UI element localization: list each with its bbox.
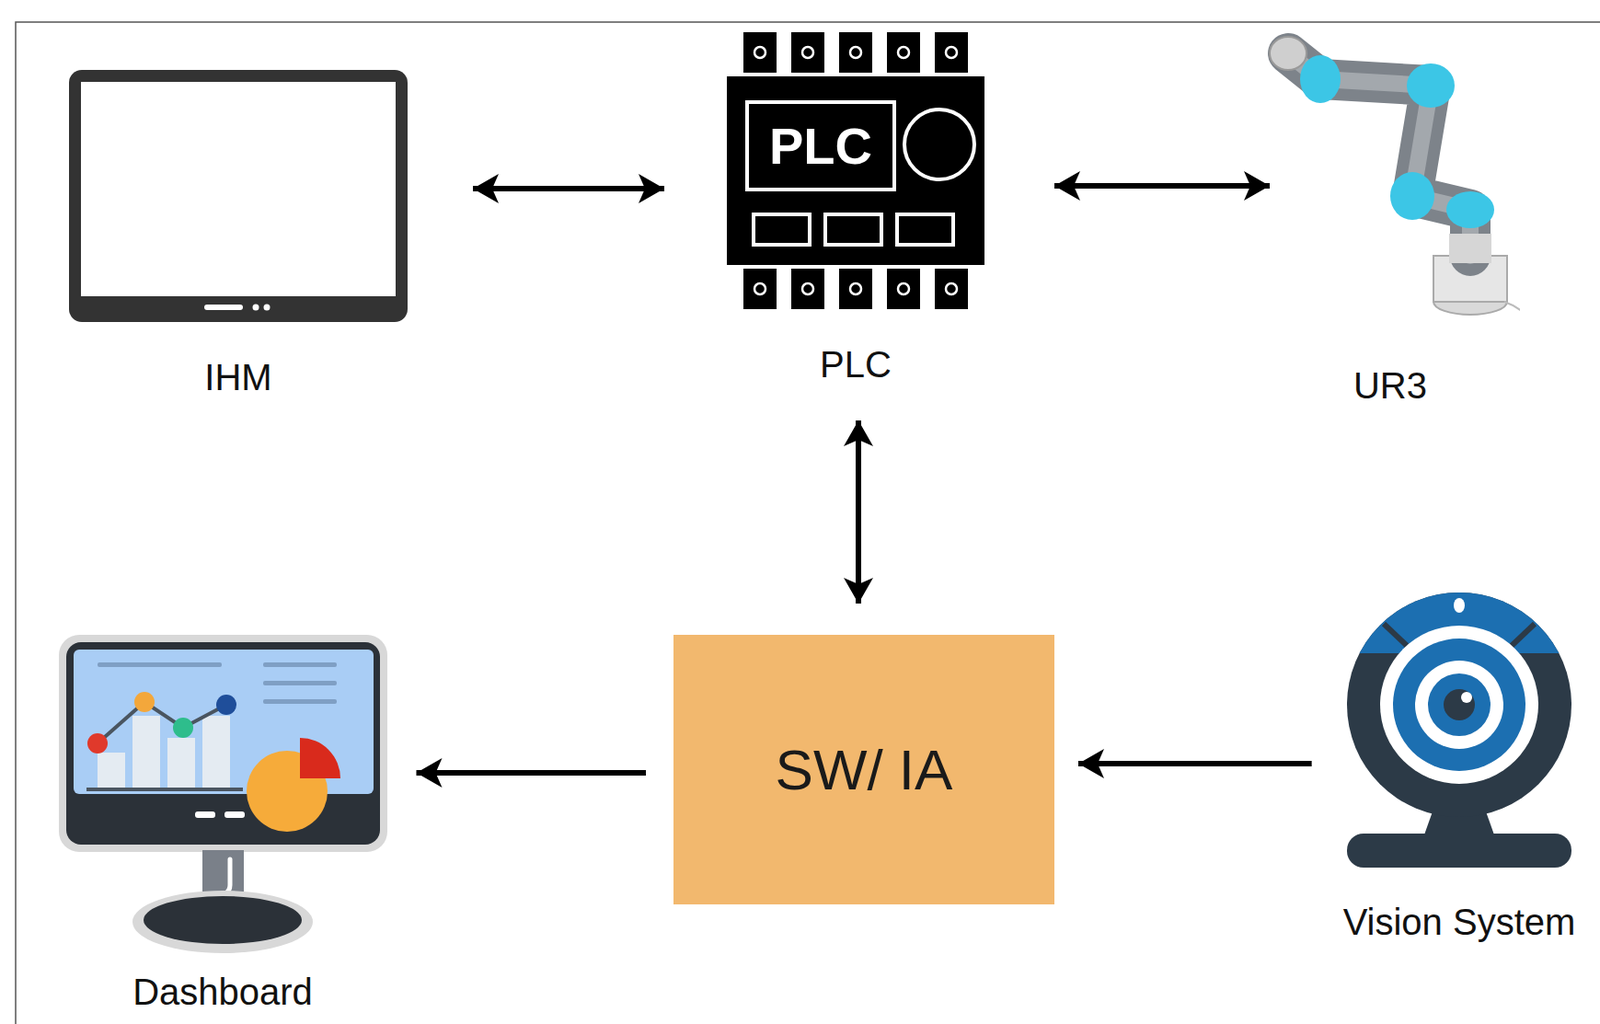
software-box: SW/ IA — [673, 634, 1055, 905]
vision-camera: Vision System — [1339, 587, 1580, 944]
arrow-connector — [1078, 760, 1313, 767]
arrow-connector — [416, 770, 647, 776]
robot-arm: UR3 — [1260, 25, 1520, 407]
box-label: SW/ IA — [775, 736, 954, 803]
arrow-connector — [1054, 183, 1270, 189]
node-label: PLC — [726, 343, 985, 386]
node-label: Dashboard — [58, 970, 388, 1013]
hmi-tablet: IHM — [66, 67, 411, 399]
node-label: UR3 — [1260, 364, 1520, 407]
dashboard-monitor: Dashboard — [58, 634, 388, 1013]
vision-camera-icon — [1346, 587, 1572, 868]
plc-unit: PLC PLC — [726, 30, 985, 386]
node-label: IHM — [66, 356, 411, 399]
robot-arm-icon — [1260, 25, 1520, 317]
arrow-connector — [855, 420, 862, 604]
node-label: Vision System — [1339, 900, 1580, 944]
hmi-tablet-icon — [66, 67, 411, 325]
dashboard-monitor-icon — [58, 634, 388, 955]
arrow-connector — [472, 185, 665, 192]
chip-label: PLC — [747, 102, 895, 190]
